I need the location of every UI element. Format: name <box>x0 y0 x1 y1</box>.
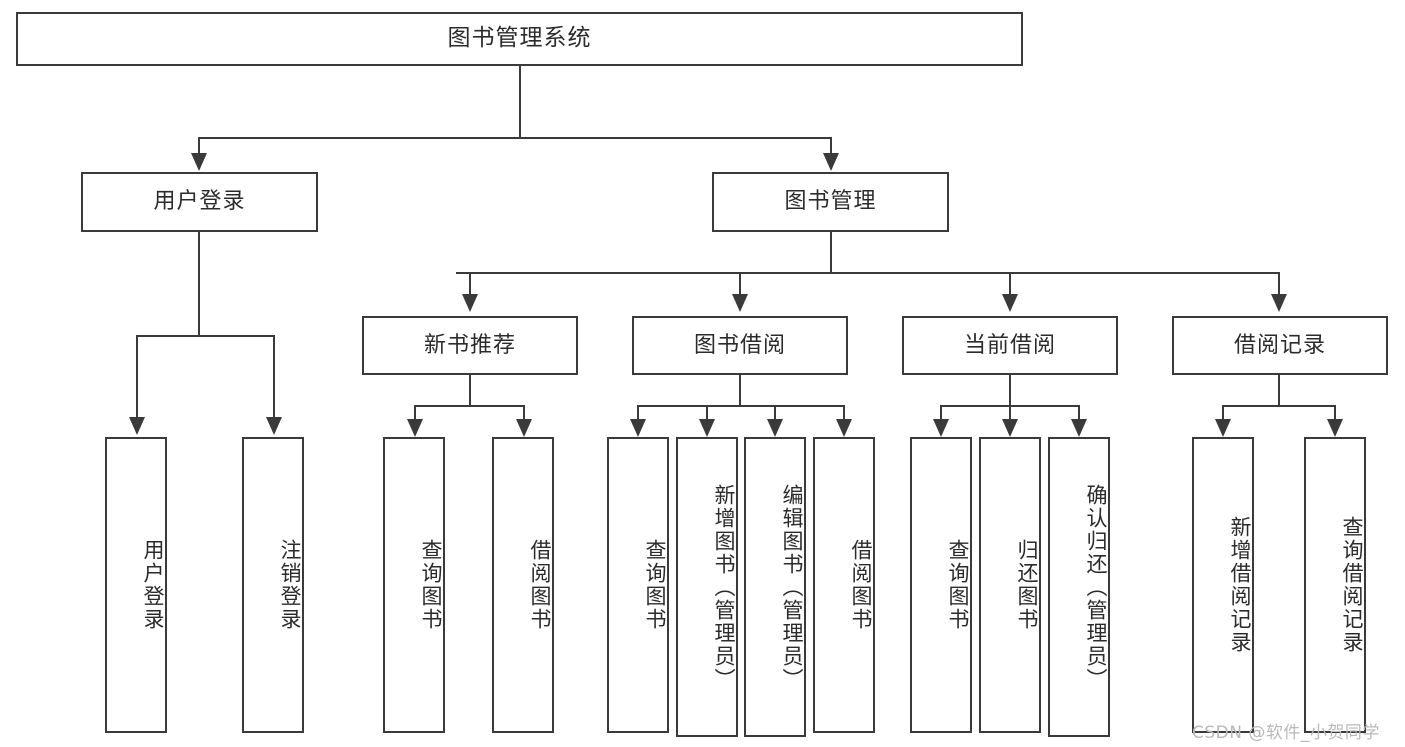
connector-root-stem <box>519 66 521 138</box>
leaf-new-book-2[interactable]: 借阅图书 <box>492 437 554 733</box>
arrow-new-book-leaf-1 <box>407 419 423 437</box>
watermark-text: CSDN @软件_小贺同学 <box>1192 723 1380 743</box>
node-current-borrow[interactable]: 当前借阅 <box>902 316 1118 375</box>
node-label: 图书管理系统 <box>447 25 592 52</box>
arrow-book-manage-child-3 <box>1002 294 1018 312</box>
node-label: 新增图书（管理员） <box>712 483 736 691</box>
leaf-user-login-2[interactable]: 注销登录 <box>242 437 304 733</box>
arrow-book-manage-child-4 <box>1271 294 1287 312</box>
connector-book-manage-child-4 <box>1278 272 1280 296</box>
connector-book-manage-child-3 <box>1009 272 1011 296</box>
arrow-book-borrow-leaf-3 <box>767 419 783 437</box>
connector-new-book-bar <box>414 405 524 407</box>
connector-borrow-record-bar <box>1222 405 1334 407</box>
node-book-management[interactable]: 图书管理 <box>712 172 949 232</box>
node-label: 新增借阅记录 <box>1228 516 1252 654</box>
node-label: 注销登录 <box>278 539 302 631</box>
connector-book-borrow-leaf-4 <box>843 405 845 421</box>
connector-book-manage-bar <box>456 272 1280 274</box>
arrow-current-borrow-leaf-2 <box>1002 419 1018 437</box>
arrow-book-manage-child-2 <box>732 294 748 312</box>
arrow-current-borrow-leaf-3 <box>1071 419 1087 437</box>
arrow-borrow-record-leaf-2 <box>1327 419 1343 437</box>
connector-user-login-stem <box>198 232 200 336</box>
arrow-book-borrow-leaf-2 <box>699 419 715 437</box>
connector-book-borrow-bar <box>637 405 845 407</box>
connector-book-borrow-stem <box>739 375 741 407</box>
connector-root-to-book-manage <box>830 137 832 157</box>
connector-root-bar <box>198 137 832 139</box>
node-borrow-record[interactable]: 借阅记录 <box>1172 316 1388 375</box>
connector-borrow-record-leaf-2 <box>1334 405 1336 421</box>
connector-current-borrow-leaf-1 <box>940 405 942 421</box>
connector-book-borrow-leaf-2 <box>706 405 708 421</box>
connector-borrow-record-stem <box>1278 375 1280 407</box>
arrow-new-book-leaf-2 <box>516 419 532 437</box>
connector-user-login-leaf-1 <box>136 335 138 419</box>
node-label: 借阅记录 <box>1233 332 1326 358</box>
leaf-current-borrow-2[interactable]: 归还图书 <box>979 437 1041 733</box>
node-label: 借阅图书 <box>849 539 873 631</box>
connector-user-login-bar <box>136 335 274 337</box>
connector-current-borrow-leaf-3 <box>1078 405 1080 421</box>
leaf-book-borrow-4[interactable]: 借阅图书 <box>813 437 875 733</box>
node-label: 确认归还（管理员） <box>1084 483 1108 691</box>
arrow-book-borrow-leaf-4 <box>836 419 852 437</box>
node-label: 查询借阅记录 <box>1340 516 1364 654</box>
arrow-current-borrow-leaf-1 <box>933 419 949 437</box>
node-label: 查询图书 <box>643 539 667 631</box>
node-label: 归还图书 <box>1015 539 1039 631</box>
node-label: 图书借阅 <box>693 332 786 358</box>
node-label: 用户登录 <box>153 189 246 215</box>
arrow-user-login-leaf-1 <box>129 417 145 435</box>
arrow-book-manage-child-1 <box>462 294 478 312</box>
leaf-book-borrow-3[interactable]: 编辑图书（管理员） <box>744 437 806 737</box>
node-label: 用户登录 <box>141 539 165 631</box>
node-label: 借阅图书 <box>528 539 552 631</box>
connector-root-to-user-login <box>198 137 200 157</box>
leaf-user-login-1[interactable]: 用户登录 <box>105 437 167 733</box>
node-user-login[interactable]: 用户登录 <box>81 172 318 232</box>
arrow-root-to-book-manage <box>823 153 839 171</box>
connector-user-login-leaf-2 <box>273 335 275 419</box>
node-label: 当前借阅 <box>963 332 1056 358</box>
connector-book-borrow-leaf-3 <box>774 405 776 421</box>
node-label: 查询图书 <box>946 539 970 631</box>
leaf-borrow-record-1[interactable]: 新增借阅记录 <box>1192 437 1254 733</box>
node-new-book-recommend[interactable]: 新书推荐 <box>362 316 578 375</box>
node-label: 新书推荐 <box>423 332 516 358</box>
connector-current-borrow-stem <box>1009 375 1011 407</box>
node-book-borrow[interactable]: 图书借阅 <box>632 316 848 375</box>
arrow-user-login-leaf-2 <box>266 417 282 435</box>
connector-borrow-record-leaf-1 <box>1222 405 1224 421</box>
connector-book-manage-child-1 <box>469 272 471 296</box>
connector-book-manage-stem <box>830 232 832 274</box>
connector-book-borrow-leaf-1 <box>637 405 639 421</box>
watermark-csdn: CSDN @软件_小贺同学 <box>1192 718 1380 743</box>
arrow-book-borrow-leaf-1 <box>630 419 646 437</box>
connector-new-book-leaf-2 <box>523 405 525 421</box>
arrow-borrow-record-leaf-1 <box>1215 419 1231 437</box>
node-label: 查询图书 <box>419 539 443 631</box>
leaf-book-borrow-2[interactable]: 新增图书（管理员） <box>676 437 738 737</box>
leaf-current-borrow-1[interactable]: 查询图书 <box>910 437 972 733</box>
node-root-system[interactable]: 图书管理系统 <box>16 12 1023 66</box>
leaf-book-borrow-1[interactable]: 查询图书 <box>607 437 669 733</box>
node-label: 图书管理 <box>784 189 877 215</box>
connector-book-manage-child-2 <box>739 272 741 296</box>
connector-new-book-leaf-1 <box>414 405 416 421</box>
connector-new-book-stem <box>469 375 471 407</box>
node-label: 编辑图书（管理员） <box>780 483 804 691</box>
leaf-new-book-1[interactable]: 查询图书 <box>383 437 445 733</box>
arrow-root-to-user-login <box>191 153 207 171</box>
leaf-borrow-record-2[interactable]: 查询借阅记录 <box>1304 437 1366 733</box>
connector-current-borrow-leaf-2 <box>1009 405 1011 421</box>
leaf-current-borrow-3[interactable]: 确认归还（管理员） <box>1048 437 1110 737</box>
